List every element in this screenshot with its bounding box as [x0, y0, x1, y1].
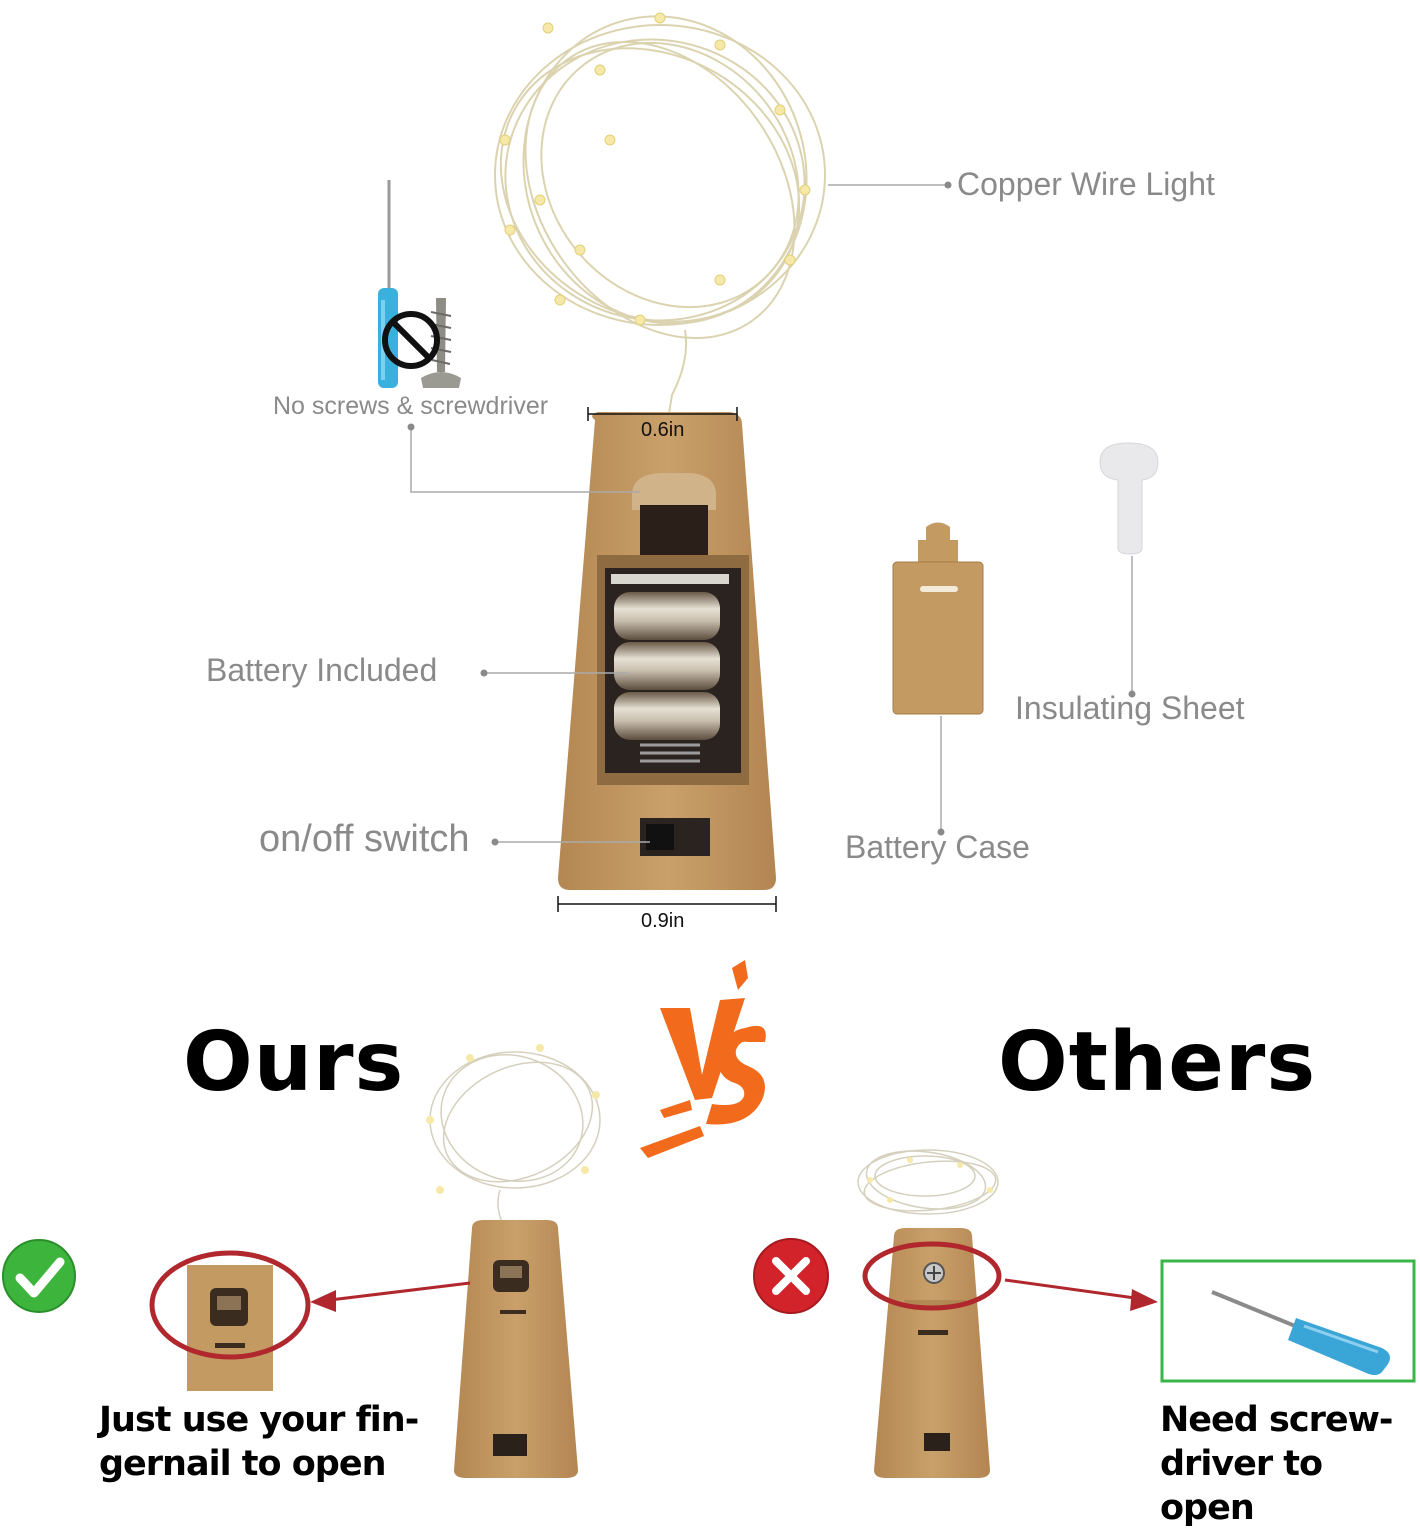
- others-caption-line1: Need screw-: [1160, 1400, 1393, 1440]
- battery-included-label: Battery Included: [206, 652, 438, 688]
- ours-caption-line1: Just use your fin-: [99, 1400, 419, 1440]
- bottom-width-label: 0.9in: [641, 910, 685, 932]
- others-title: Others: [998, 1015, 1317, 1110]
- top-width-label: 0.6in: [641, 419, 685, 441]
- ours-caption-line2: gernail to open: [99, 1444, 386, 1484]
- on-off-switch-label: on/off switch: [259, 818, 470, 860]
- battery-case-label: Battery Case: [845, 829, 1030, 865]
- ours-title: Ours: [183, 1015, 405, 1110]
- others-caption-line2: driver to open: [1160, 1444, 1323, 1528]
- insulating-sheet-label: Insulating Sheet: [1015, 690, 1245, 726]
- screwdriver-icon: [1211, 1290, 1390, 1375]
- copper-wire-light-label: Copper Wire Light: [957, 166, 1215, 202]
- no-screws-label: No screws & screwdriver: [273, 392, 549, 420]
